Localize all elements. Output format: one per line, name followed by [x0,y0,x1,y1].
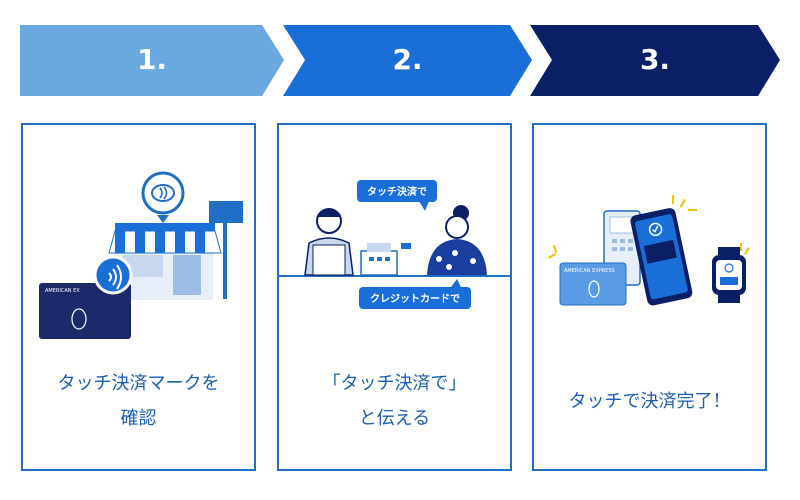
check-circle-icon [648,222,663,237]
step-1-arrow [20,25,284,96]
shop-sign [209,201,243,223]
shop-awning [108,230,222,254]
card-contactless-icon [93,255,133,295]
customer-figure [401,205,487,275]
step-3-card: AMERICAN EXPRESS [532,123,767,471]
step-2-number: 2. [392,43,423,76]
step-2-card: タッチ決済で クレジットカードで 「タッチ決済で」 と伝える [277,123,512,471]
credit-card: AMERICAN EXPRESS [559,262,627,306]
step-2-arrow [283,25,532,96]
step-3-caption: タッチで決済完了！ [568,391,731,412]
step-1-number: 1. [136,43,168,76]
cash-register [360,243,398,276]
card-brand-text: AMERICAN EXPRESS [564,268,615,274]
credit-card: AMERICAN EX [39,283,131,339]
step-3-arrow [530,25,780,96]
step-2-caption-line2: と伝える [358,408,431,429]
cashier-figure [304,208,354,276]
bubble-top-text: タッチ決済で [367,185,427,198]
step-1-card: AMERICAN EX タッチ決済マークを 確認 [21,123,256,471]
smartphone [630,208,693,306]
step-1-illustration: AMERICAN EX [39,171,243,339]
sparkle-icon [548,195,750,259]
smartwatch [712,247,746,303]
speech-bubble-top: タッチ決済で [357,180,437,211]
step-2-caption-line1: 「タッチ決済で」 [322,373,467,394]
step-2-illustration: タッチ決済で クレジットカードで [279,180,510,309]
step-banner: 1. 2. 3. [0,0,800,110]
contactless-icon [141,171,185,223]
step-3-illustration: AMERICAN EXPRESS [548,195,750,306]
step-3-number: 3. [639,43,671,76]
card-brand-text: AMERICAN EX [45,288,80,294]
watch-check-icon [724,263,734,273]
bubble-bottom-text: クレジットカードで [370,293,460,305]
step-1-caption-line2: 確認 [120,408,157,429]
step-arrows [20,25,780,96]
step-1-caption-line1: タッチ決済マークを [57,373,220,394]
speech-bubble-bottom: クレジットカードで [359,279,471,309]
